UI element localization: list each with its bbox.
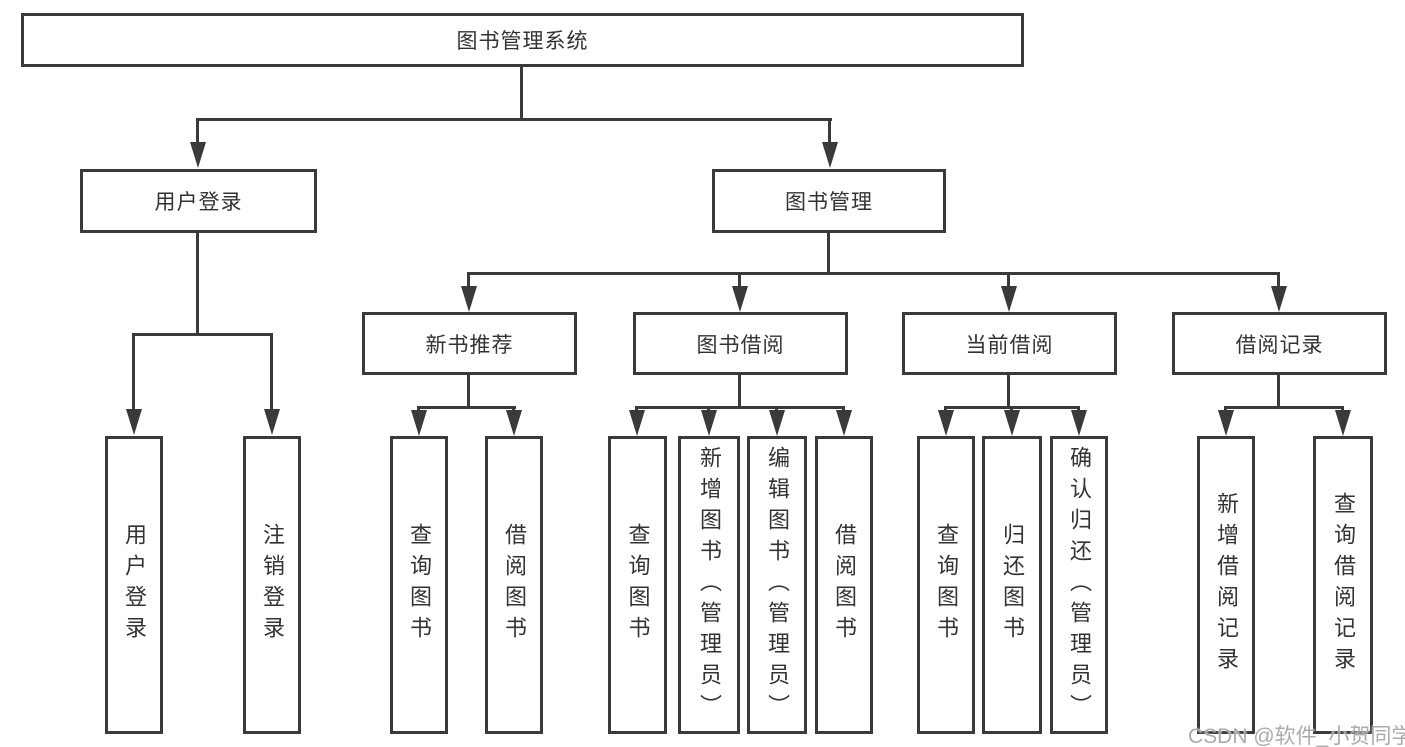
leaf-cb-query-books-label: 查询图书 <box>934 523 959 647</box>
leaf-user-login-label: 用户登录 <box>122 523 147 647</box>
leaf-nr-borrow-books: 借阅图书 <box>485 436 543 734</box>
connector-segment <box>467 375 470 406</box>
leaf-nr-query-books: 查询图书 <box>390 436 448 734</box>
connector-segment <box>270 333 273 410</box>
arrow-down-icon <box>1335 410 1351 436</box>
node-root: 图书管理系统 <box>21 13 1024 67</box>
connector-segment <box>1277 375 1280 406</box>
arrow-down-icon <box>836 410 852 436</box>
connector-segment <box>196 118 832 121</box>
connector-segment <box>827 233 830 272</box>
arrow-down-icon <box>732 286 748 312</box>
leaf-logout: 注销登录 <box>243 436 301 734</box>
arrow-down-icon <box>1271 286 1287 312</box>
arrow-down-icon <box>701 410 717 436</box>
connector-segment <box>738 375 741 406</box>
arrow-down-icon <box>1218 410 1234 436</box>
leaf-bb-edit-books-admin-label: 编辑图书（管理员） <box>765 445 790 725</box>
arrow-down-icon <box>461 286 477 312</box>
arrow-down-icon <box>190 142 206 168</box>
node-borrow-records: 借阅记录 <box>1172 312 1387 375</box>
arrow-down-icon <box>822 142 838 168</box>
leaf-nr-query-books-label: 查询图书 <box>407 523 432 647</box>
node-root-label: 图书管理系统 <box>456 30 589 53</box>
connector-segment <box>467 272 1280 275</box>
node-new-book-rec-label: 新书推荐 <box>425 333 514 357</box>
leaf-bb-query-books-label: 查询图书 <box>625 523 651 647</box>
node-user-login-label: 用户登录 <box>154 191 243 214</box>
connector-segment <box>1007 272 1010 288</box>
leaf-br-query-record-label: 查询借阅记录 <box>1331 492 1356 678</box>
connector-segment <box>467 272 470 288</box>
connector-segment <box>132 333 273 336</box>
connector-segment <box>196 118 199 144</box>
leaf-bb-add-books-admin-label: 新增图书（管理员） <box>697 445 722 725</box>
leaf-cb-query-books: 查询图书 <box>917 436 975 734</box>
leaf-nr-borrow-books-label: 借阅图书 <box>502 523 527 647</box>
arrow-down-icon <box>1001 286 1017 312</box>
leaf-br-query-record: 查询借阅记录 <box>1313 436 1373 734</box>
arrow-down-icon <box>1071 410 1087 436</box>
node-book-mgmt-label: 图书管理 <box>785 191 873 214</box>
connector-segment <box>828 118 831 144</box>
leaf-bb-borrow-books: 借阅图书 <box>815 436 873 734</box>
node-book-mgmt: 图书管理 <box>712 169 946 233</box>
arrow-down-icon <box>506 410 522 436</box>
connector-segment <box>132 333 135 410</box>
leaf-br-add-record-label: 新增借阅记录 <box>1214 492 1239 678</box>
leaf-bb-query-books: 查询图书 <box>608 436 667 734</box>
csdn-watermark: CSDN @软件_小贺同学 <box>1188 725 1405 747</box>
connector-segment <box>738 272 741 288</box>
connector-segment <box>1007 375 1010 406</box>
leaf-cb-return-books: 归还图书 <box>982 436 1042 734</box>
arrow-down-icon <box>629 410 645 436</box>
connector-segment <box>635 406 845 409</box>
leaf-cb-confirm-return-admin: 确认归还（管理员） <box>1050 436 1108 734</box>
leaf-logout-label: 注销登录 <box>260 523 285 647</box>
leaf-bb-edit-books-admin: 编辑图书（管理员） <box>747 436 807 734</box>
leaf-user-login: 用户登录 <box>105 436 163 734</box>
arrow-down-icon <box>938 410 954 436</box>
leaf-cb-return-books-label: 归还图书 <box>1000 523 1025 647</box>
arrow-down-icon <box>264 409 280 435</box>
node-book-borrow-label: 图书借阅 <box>696 333 785 357</box>
arrow-down-icon <box>126 409 142 435</box>
node-borrow-records-label: 借阅记录 <box>1235 333 1324 357</box>
node-new-book-rec: 新书推荐 <box>362 312 577 375</box>
arrow-down-icon <box>411 410 427 436</box>
leaf-br-add-record: 新增借阅记录 <box>1197 436 1255 734</box>
connector-segment <box>1277 272 1280 288</box>
arrow-down-icon <box>769 410 785 436</box>
connector-segment <box>196 233 199 333</box>
leaf-bb-borrow-books-label: 借阅图书 <box>832 523 857 647</box>
arrow-down-icon <box>1004 410 1020 436</box>
node-user-login: 用户登录 <box>80 169 317 233</box>
node-current-borrow: 当前借阅 <box>902 312 1117 375</box>
node-current-borrow-label: 当前借阅 <box>965 333 1054 357</box>
leaf-cb-confirm-return-admin-label: 确认归还（管理员） <box>1067 445 1092 725</box>
connector-segment <box>417 406 516 409</box>
connector-segment <box>1224 406 1344 409</box>
node-book-borrow: 图书借阅 <box>633 312 848 375</box>
leaf-bb-add-books-admin: 新增图书（管理员） <box>678 436 740 734</box>
connector-segment <box>520 67 523 118</box>
